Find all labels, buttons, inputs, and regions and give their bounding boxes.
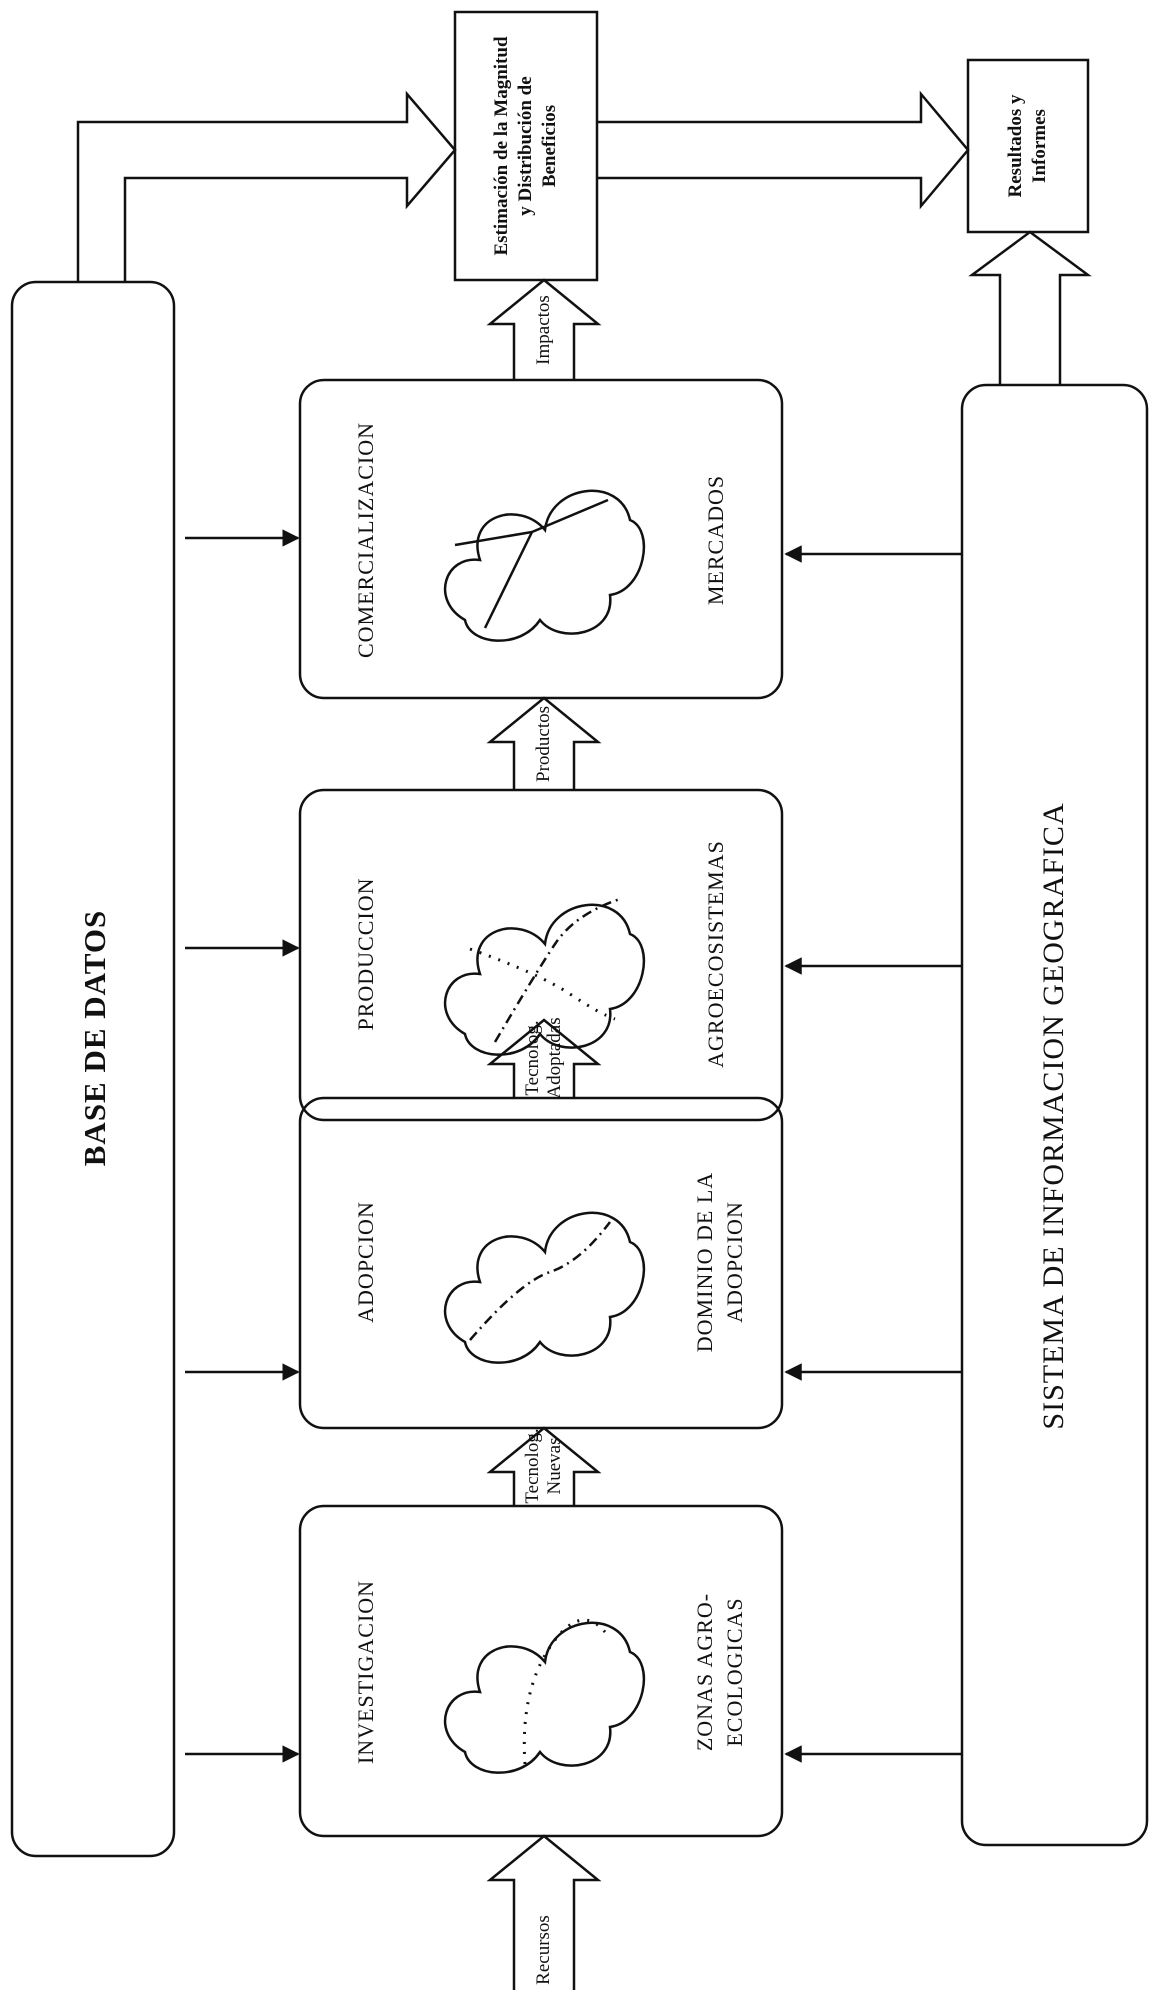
flow-arrow-adoptadas <box>486 1018 602 1098</box>
stage-title-produccion: PRODUCCION <box>353 877 378 1031</box>
flow-label-productos: Productos <box>533 706 554 782</box>
results-label: Resultados y Informes <box>1005 94 1050 198</box>
database-box <box>10 280 176 1858</box>
gis-box <box>960 383 1149 1847</box>
cloud-adopcion <box>443 1211 645 1364</box>
benefits-label: Estimación de la Magnitud y Distribución… <box>491 36 560 256</box>
stage-zone-investigacion: ZONAS AGRO- ECOLOGICAS <box>692 1592 747 1752</box>
flow-label-impactos: Impactos <box>533 295 554 365</box>
stage-title-adopcion: ADOPCION <box>353 1201 378 1323</box>
gis-label: SISTEMA DE INFORMACION GEOGRAFICA <box>1037 802 1070 1430</box>
database-benefits-arrow <box>76 90 457 282</box>
stage-box-investigacion <box>298 1504 784 1838</box>
stage-title-investigacion: INVESTIGACION <box>353 1579 378 1765</box>
stage-box-adopcion <box>298 1096 784 1430</box>
flow-label-recursos: Recursos <box>533 1915 554 1985</box>
stage-zone-produccion: AGROECOSISTEMAS <box>703 840 728 1068</box>
stage-zone-adopcion: DOMINIO DE LA ADOPCION <box>692 1171 747 1353</box>
cloud-produccion <box>443 897 645 1056</box>
benefits-results-arrow <box>597 90 970 210</box>
flow-label-adoptadas: Tecnolog. Adoptadas <box>522 1017 565 1099</box>
gis-results-arrow <box>968 230 1092 385</box>
flow-arrow-impactos <box>486 278 602 380</box>
flow-label-nuevas: Tecnolog. Nuevas <box>522 1428 565 1504</box>
database-label: BASE DE DATOS <box>77 909 112 1167</box>
cloud-investigacion <box>443 1618 645 1774</box>
stage-title-comercializacion: COMERCIALIZACION <box>353 422 378 658</box>
flow-arrow-nuevas <box>486 1426 602 1506</box>
flow-arrow-recursos <box>486 1834 602 1990</box>
benefits-box <box>453 10 599 282</box>
flow-arrow-productos <box>486 696 602 790</box>
stage-box-comercializacion <box>298 378 784 700</box>
stage-zone-comercializacion: MERCADOS <box>703 474 728 606</box>
cloud-comercializacion <box>443 489 645 642</box>
stage-box-produccion <box>298 788 784 1122</box>
